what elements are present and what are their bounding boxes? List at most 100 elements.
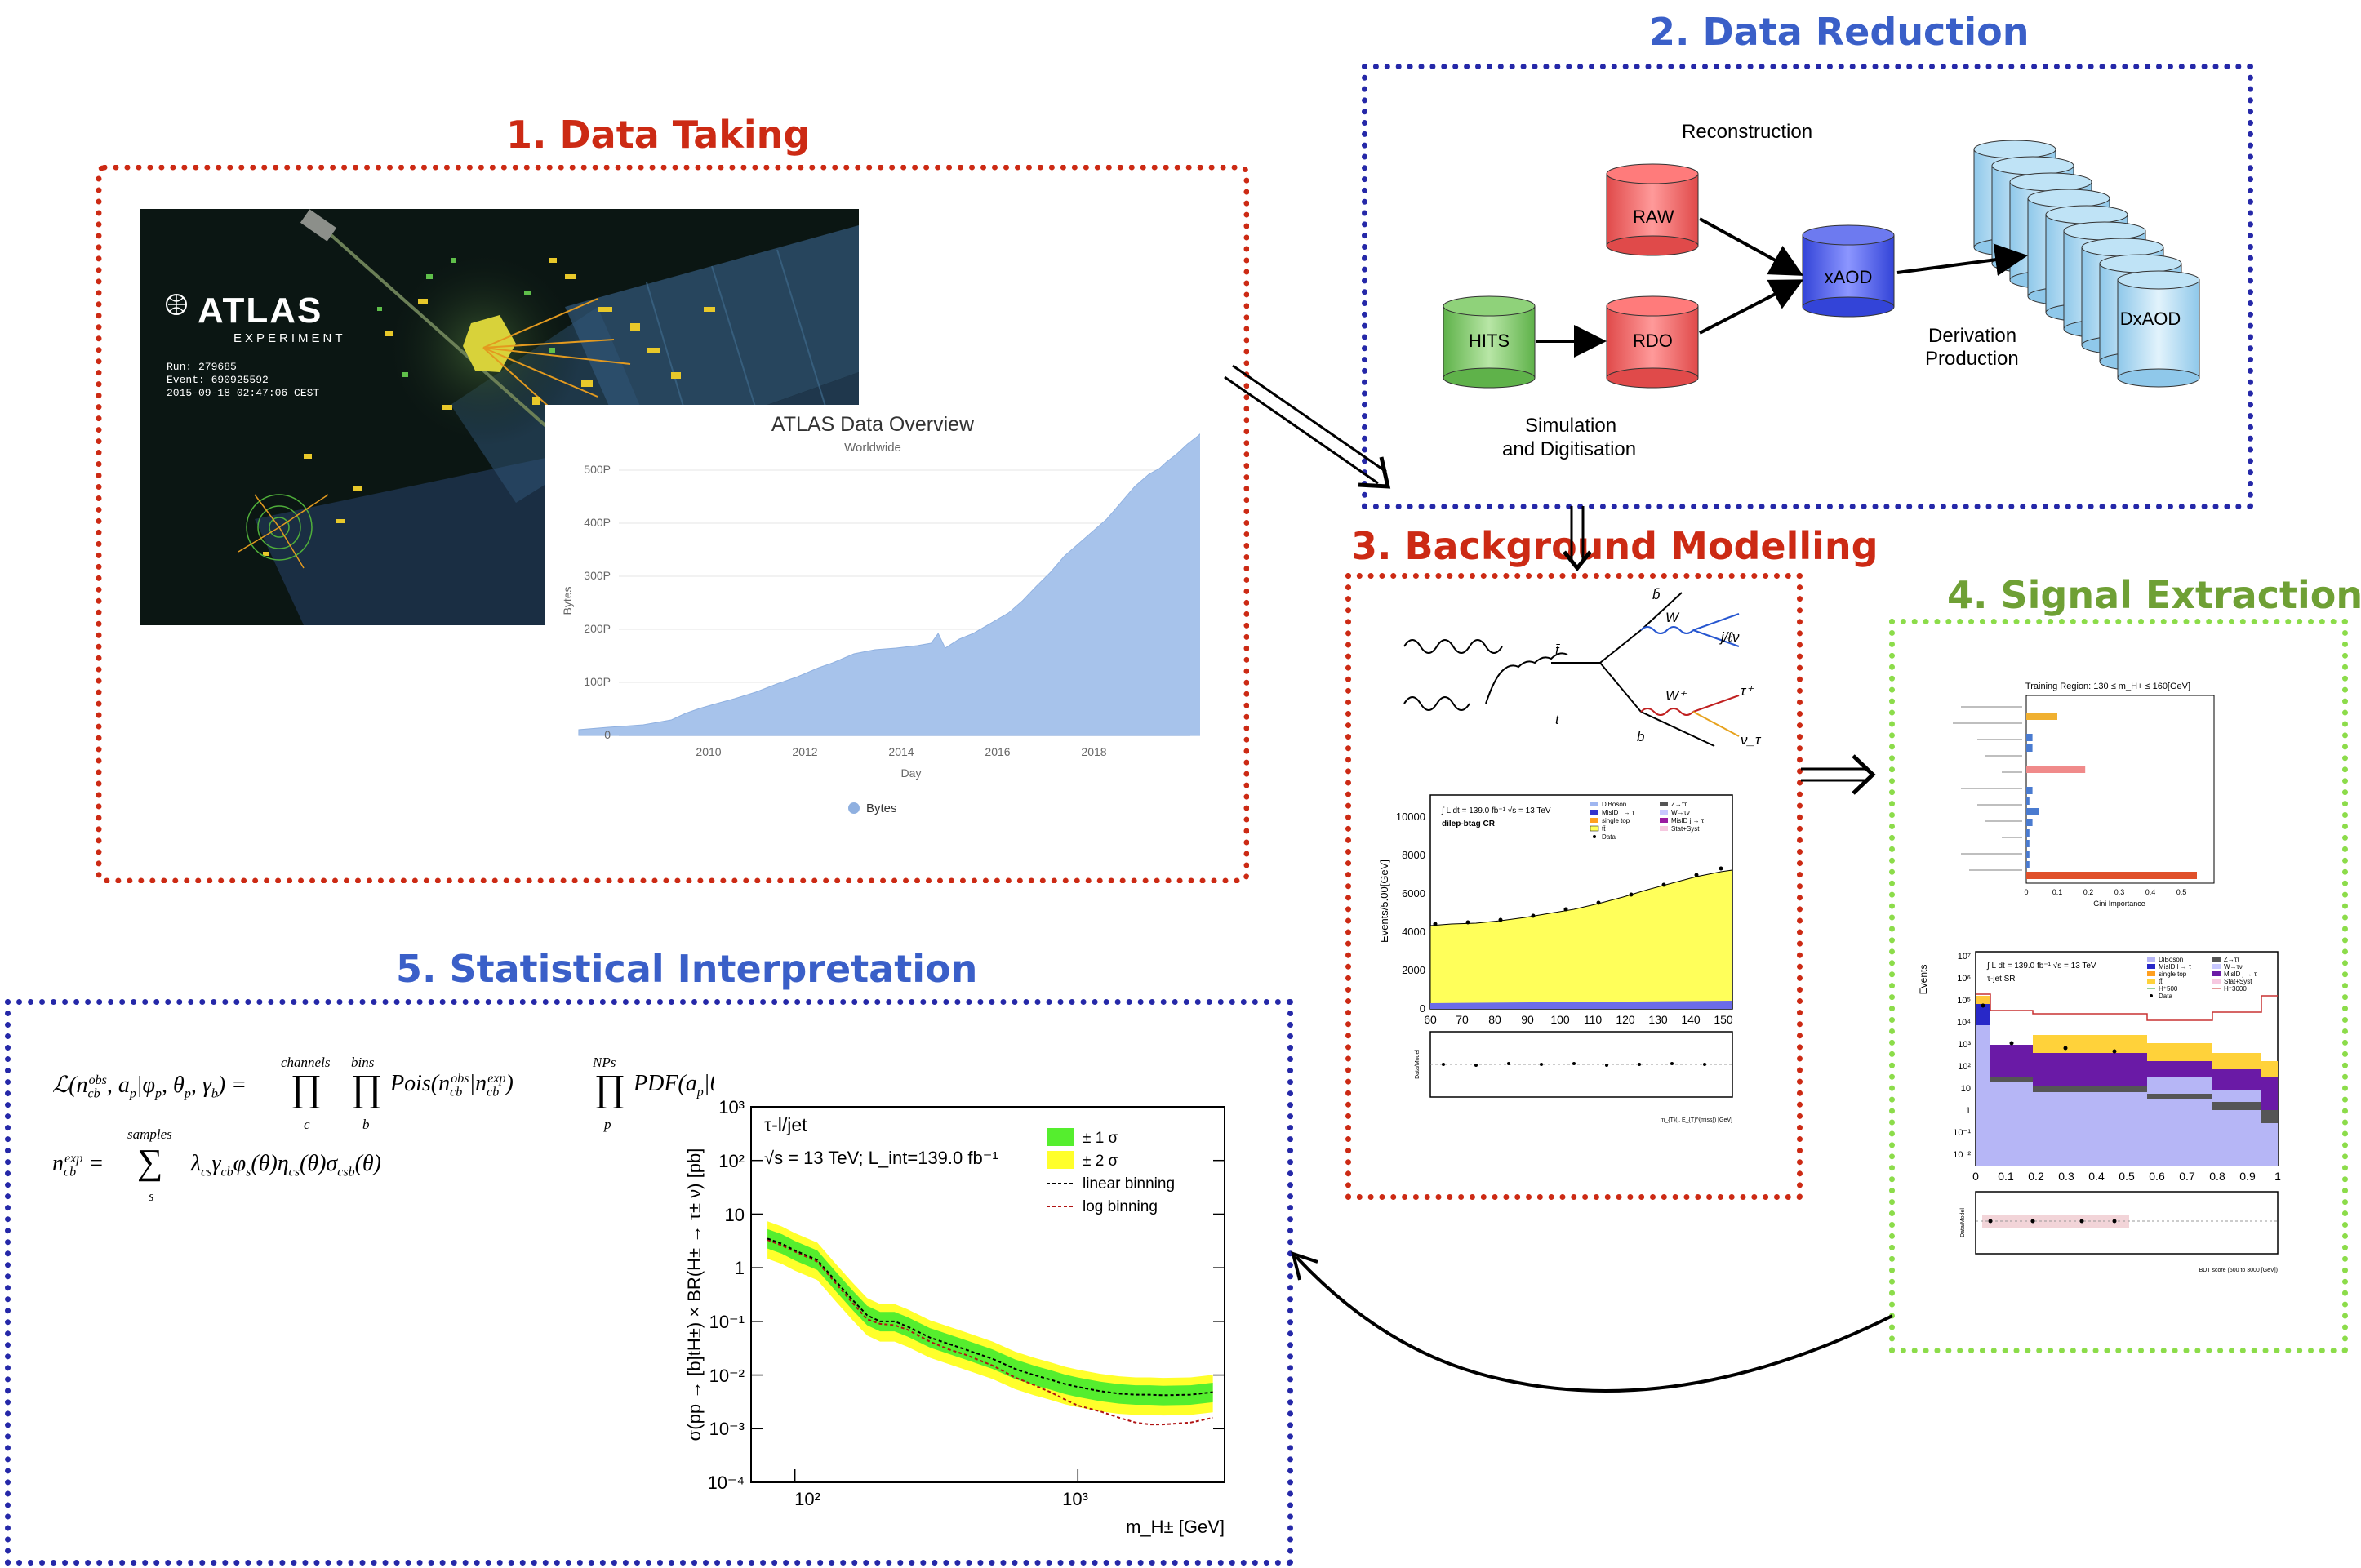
bdt-ytick: 10⁻² (1953, 1150, 1971, 1160)
bkg-xlabel: m_{T}(l, E_{T}^{miss}) [GeV] (1661, 1117, 1733, 1123)
gini-xtick: 0.4 (2145, 888, 2156, 896)
bdt-xtick: 0.3 (2058, 1170, 2074, 1183)
data-overview-xlabel: Day (901, 766, 922, 780)
feynman-diagram: b̄ t̄ W⁻ j/ℓν W⁺ τ⁺ t b ν_τ (1403, 587, 1762, 748)
bkg-xtick: 120 (1616, 1013, 1635, 1026)
bkg-lumi-label: ∫ L dt = 139.0 fb⁻¹ √s = 13 TeV (1441, 806, 1551, 815)
gini-bar (2026, 808, 2039, 815)
bdt-xtick: 0.1 (1998, 1170, 2014, 1183)
xaod-to-dxaod-arrow (1896, 243, 2028, 277)
bkg-xtick: 110 (1584, 1013, 1603, 1026)
bdt-xtick: 0.7 (2179, 1170, 2195, 1183)
bdt-xtick: 0.6 (2149, 1170, 2165, 1183)
xaod-label: xAOD (1824, 267, 1873, 287)
xaod-cylinder (1802, 224, 1895, 318)
expected-yield-equation: ncbexp = samples ∑ s λcsγcbφs(θ)ηcs(θ)σc… (52, 1126, 381, 1204)
bdt-xtick: 0.2 (2028, 1170, 2044, 1183)
gluon-line (1403, 696, 1470, 711)
legend-one-sigma-label: ± 1 σ (1083, 1130, 1118, 1147)
bdt-legend-entry: MisID j → τ (2224, 971, 2257, 978)
data-reduction-box (1362, 64, 2253, 509)
hits-label: HITS (1468, 331, 1510, 351)
gini-bars (2026, 713, 2197, 879)
bdt-ytick: 10³ (1958, 1040, 1971, 1050)
bdt-legend-entry: H⁺500 (2159, 985, 2178, 993)
data-overview-xtick: 2012 (792, 745, 817, 758)
hits-cylinder (1443, 295, 1536, 389)
bkg-ytick: 10000 (1396, 811, 1425, 823)
limit-xtick: 10³ (1062, 1489, 1088, 1509)
data-overview-xtick: 2018 (1081, 745, 1106, 758)
bkg-xtick: 60 (1424, 1013, 1437, 1026)
gini-bar (2026, 797, 2030, 805)
limit-bands (767, 1221, 1213, 1416)
data-overview-subtitle: Worldwide (844, 441, 901, 455)
bkg-legend-entry: MisID l → τ (1602, 809, 1635, 816)
derivation-label-line1: Derivation (1928, 325, 2017, 347)
dxaod-cylinder-stack (1973, 140, 2200, 388)
gini-bar (2026, 829, 2030, 837)
bkg-xtick: 100 (1550, 1013, 1570, 1026)
data-overview-legend-label[interactable]: Bytes (866, 802, 897, 815)
data-overview-ytick: 300P (584, 569, 611, 582)
bkg-xtick: 80 (1488, 1013, 1501, 1026)
bdt-ytick: 10⁷ (1958, 952, 1971, 962)
bdt-xtick: 1 (2274, 1170, 2281, 1183)
bkg-xtick: 140 (1681, 1013, 1701, 1026)
feyn-label: W⁺ (1665, 688, 1687, 704)
limit-ytick: 10⁻¹ (709, 1312, 745, 1332)
legend-one-sigma-swatch (1047, 1128, 1074, 1146)
data-overview-ytick: 100P (584, 675, 611, 688)
gini-xtick: 0.3 (2114, 888, 2125, 896)
bkg-xtick: 130 (1648, 1013, 1668, 1026)
rdo-cylinder (1606, 295, 1699, 389)
bdt-legend-entry: MisID l → τ (2159, 963, 2192, 971)
bkg-legend-entry: Stat+Syst (1671, 825, 1700, 833)
simulation-label-line1: Simulation (1525, 415, 1617, 437)
data-overview-ytick: 0 (604, 728, 611, 741)
raw-label: RAW (1633, 207, 1674, 227)
bdt-xtick: 0.9 (2239, 1170, 2256, 1183)
atlas-logo-subtext: EXPERIMENT (233, 331, 346, 345)
data-overview-ytick: 400P (584, 516, 611, 529)
bkg-legend-entry: DiBoson (1602, 801, 1626, 808)
bkg-ytick: 4000 (1402, 926, 1425, 938)
section-title-data-reduction: 2. Data Reduction (1649, 10, 2030, 54)
bdt-legend-entry: W→τν (2224, 963, 2243, 971)
limit-ylabel: σ(pp → [b]tH±) × BR(H± → τ± ν) [pb] (684, 1148, 705, 1441)
legend-two-sigma-label: ± 2 σ (1083, 1153, 1118, 1170)
background-modelling-box (1345, 573, 1803, 1200)
gini-xtick: 0.1 (2052, 888, 2063, 896)
data-overview-area (578, 433, 1200, 736)
data-overview-xtick: 2014 (888, 745, 914, 758)
rdo-label: RDO (1633, 331, 1673, 351)
eq-samples-label: samples (127, 1126, 172, 1142)
event-run-number: Run: 279685 (167, 361, 237, 373)
gini-importance-plot: Training Region: 130 ≤ m_H+ ≤ 160[GeV] 0… (1953, 682, 2215, 908)
bkg-legend-entry: Z→ττ (1671, 801, 1687, 808)
bdt-ytick: 10⁴ (1957, 1018, 1971, 1028)
bdt-legend-entry: Data (2159, 993, 2172, 1000)
bkg-ytick: 0 (1420, 1002, 1425, 1015)
one-sigma-band (767, 1228, 1213, 1406)
bkg-ytick: 8000 (1402, 849, 1425, 861)
bdt-ytick: 1 (1966, 1106, 1971, 1116)
data-overview-ytick: 200P (584, 622, 611, 635)
limit-ytick: 10⁻³ (709, 1419, 745, 1439)
data-overview-legend-marker[interactable] (848, 802, 860, 814)
simulation-label-line2: and Digitisation (1502, 438, 1637, 460)
gini-bar (2026, 787, 2033, 794)
gini-xtick: 0.5 (2176, 888, 2187, 896)
gini-bar (2026, 872, 2197, 879)
feyn-label: b̄ (1652, 587, 1660, 602)
feyn-label: t (1555, 712, 1560, 727)
limit-ytick: 10 (725, 1205, 745, 1225)
atlas-logo-text: ATLAS (198, 291, 323, 331)
bdt-ytick: 10 (1961, 1084, 1971, 1094)
bkg-xtick: 70 (1456, 1013, 1469, 1026)
linear-binning-line (767, 1237, 1213, 1397)
section-title-data-taking: 1. Data Taking (506, 113, 811, 157)
dxaod-label: DxAOD (2119, 309, 2181, 329)
bdt-ylabel: Events (1918, 965, 1929, 995)
gini-bar (2026, 734, 2033, 741)
